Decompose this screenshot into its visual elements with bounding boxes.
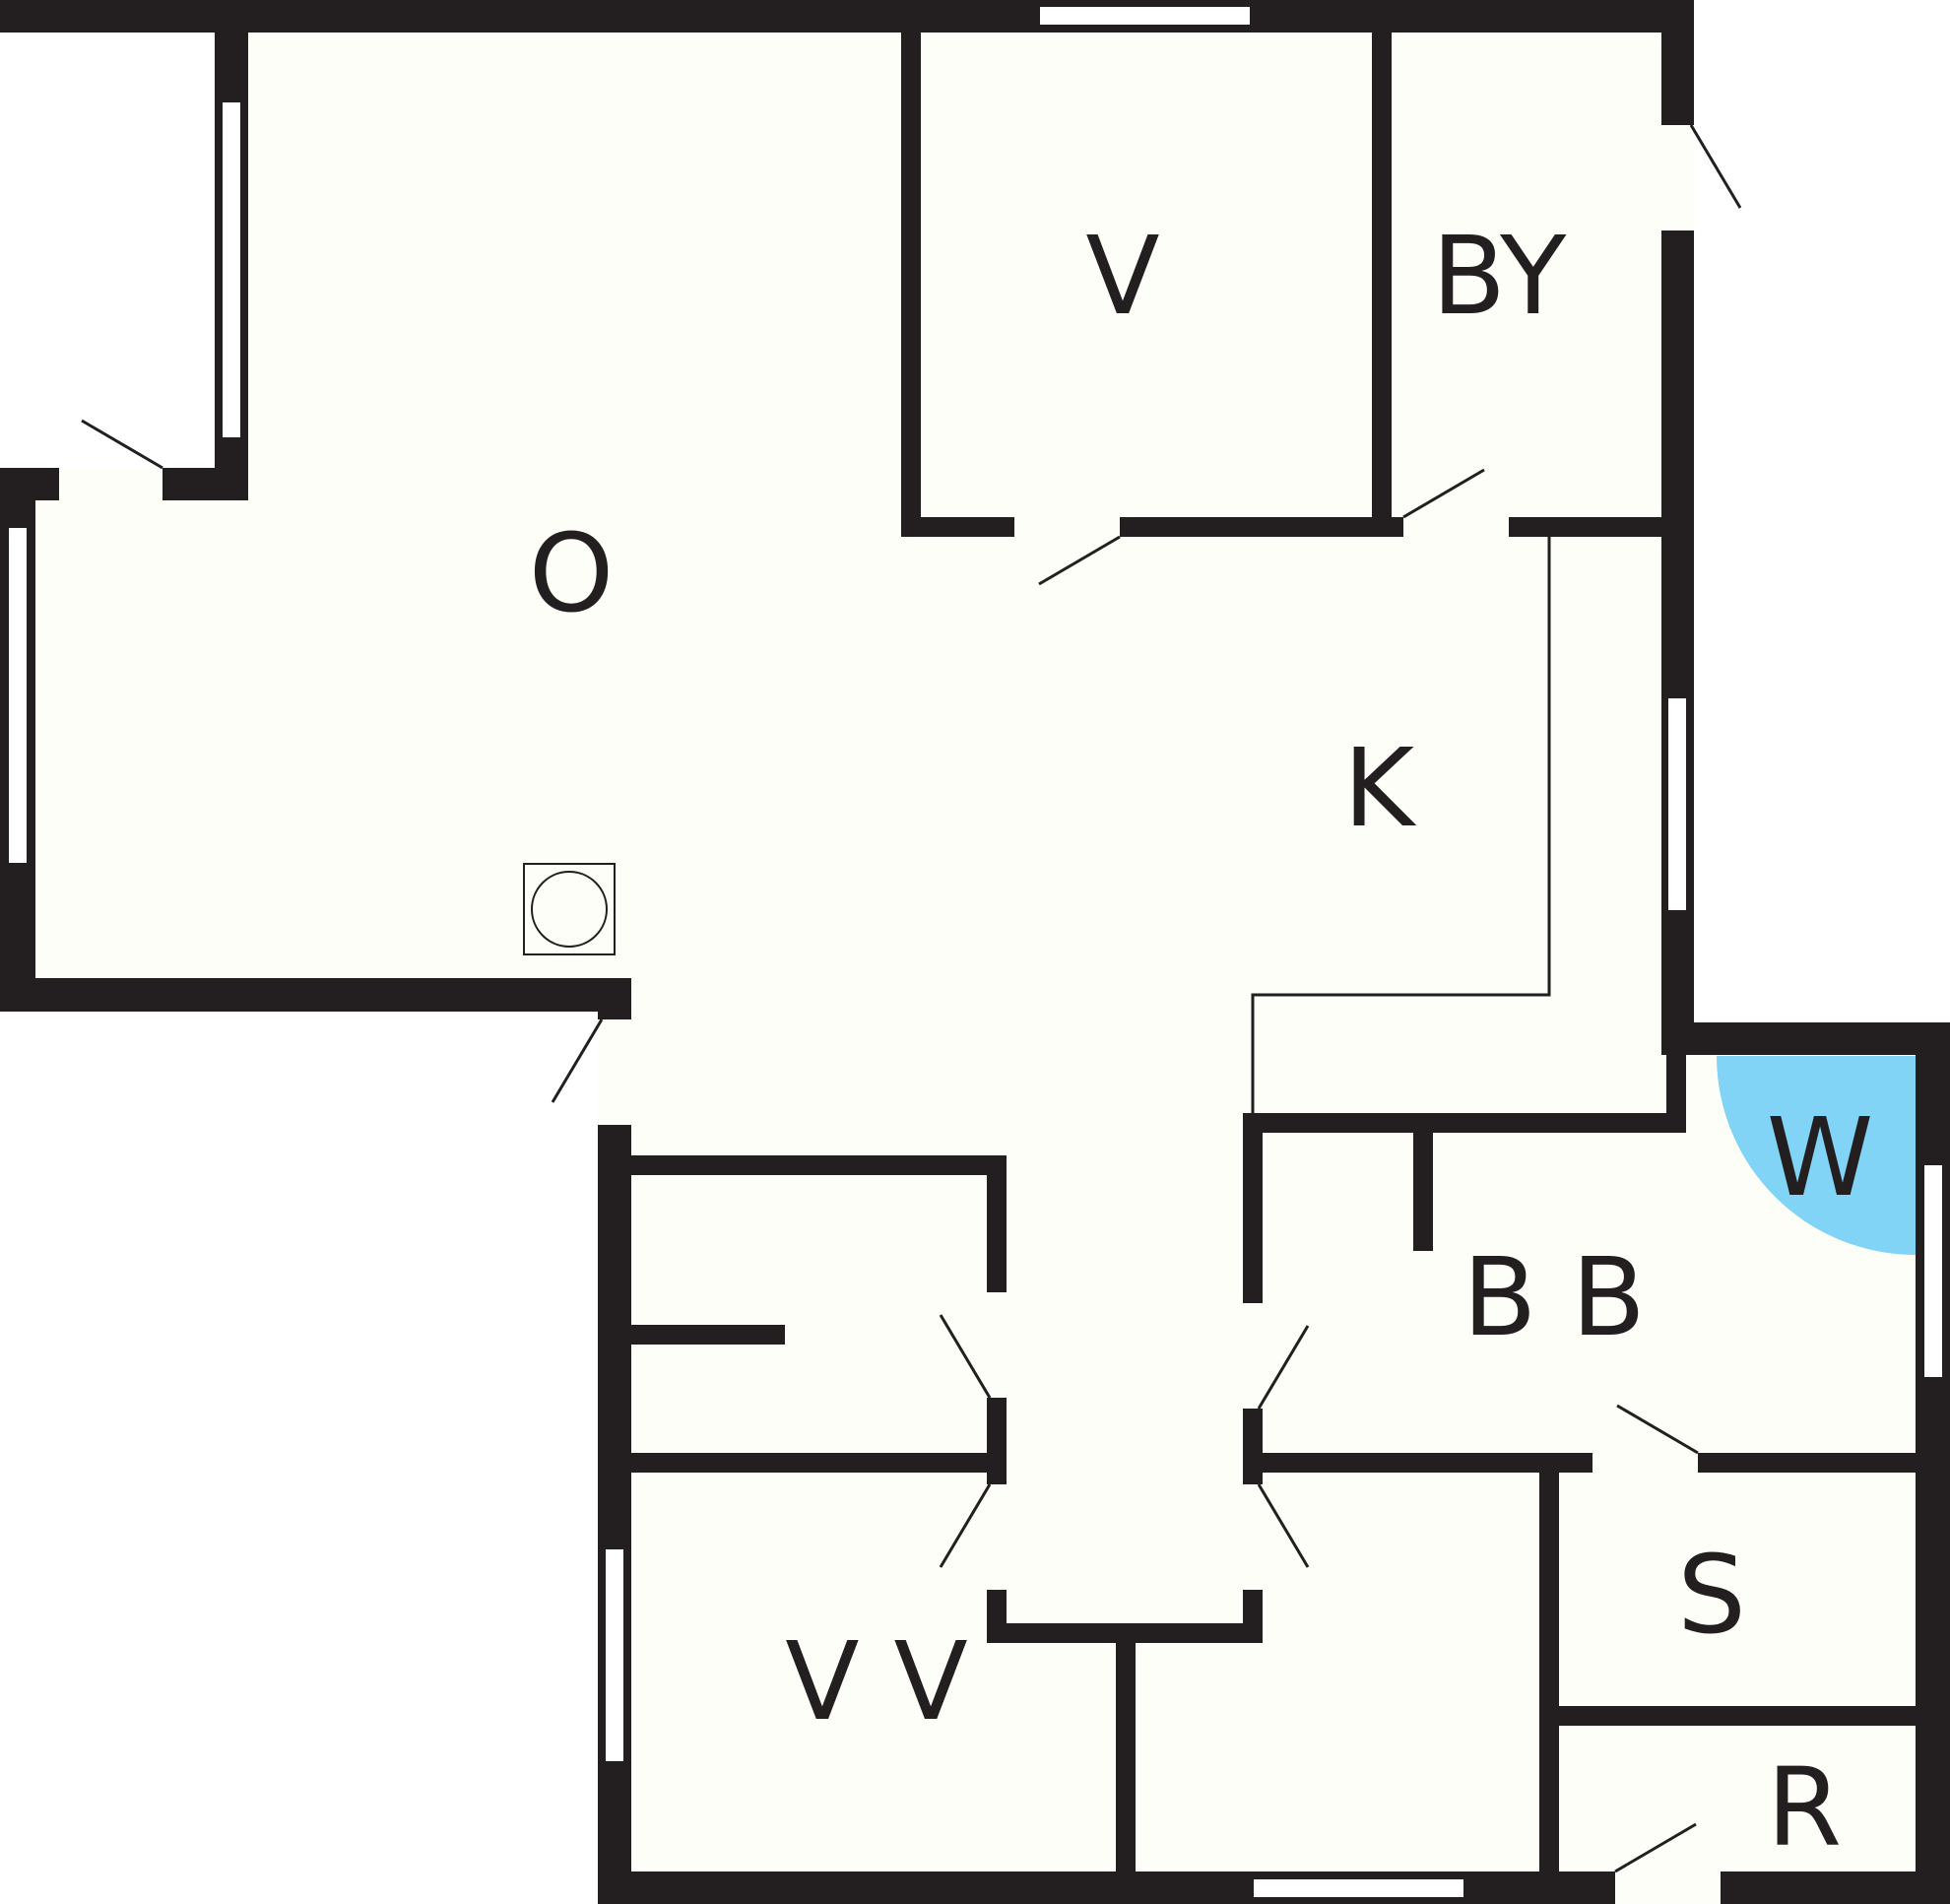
kitchen-counter bbox=[1251, 535, 1551, 1113]
windows bbox=[7, 5, 1944, 1899]
room-label-bb: B B bbox=[1462, 1234, 1646, 1360]
room-label-s: S bbox=[1677, 1532, 1746, 1658]
room-label-by: BY bbox=[1432, 213, 1567, 339]
room-label-o: O bbox=[529, 510, 615, 636]
room-label-k: K bbox=[1343, 725, 1417, 851]
room-labels: O V BY K W B B S V V R bbox=[529, 213, 1874, 1871]
door-openings bbox=[59, 125, 1721, 1904]
door-swings bbox=[81, 124, 1742, 1873]
room-label-r: R bbox=[1767, 1744, 1842, 1871]
room-label-v: V bbox=[1085, 213, 1159, 339]
room-label-vv: V V bbox=[785, 1618, 967, 1744]
fireplace-icon bbox=[523, 863, 616, 955]
shower-area bbox=[1717, 1056, 1916, 1255]
room-label-w: W bbox=[1767, 1094, 1874, 1220]
floor-areas bbox=[35, 33, 1920, 1876]
